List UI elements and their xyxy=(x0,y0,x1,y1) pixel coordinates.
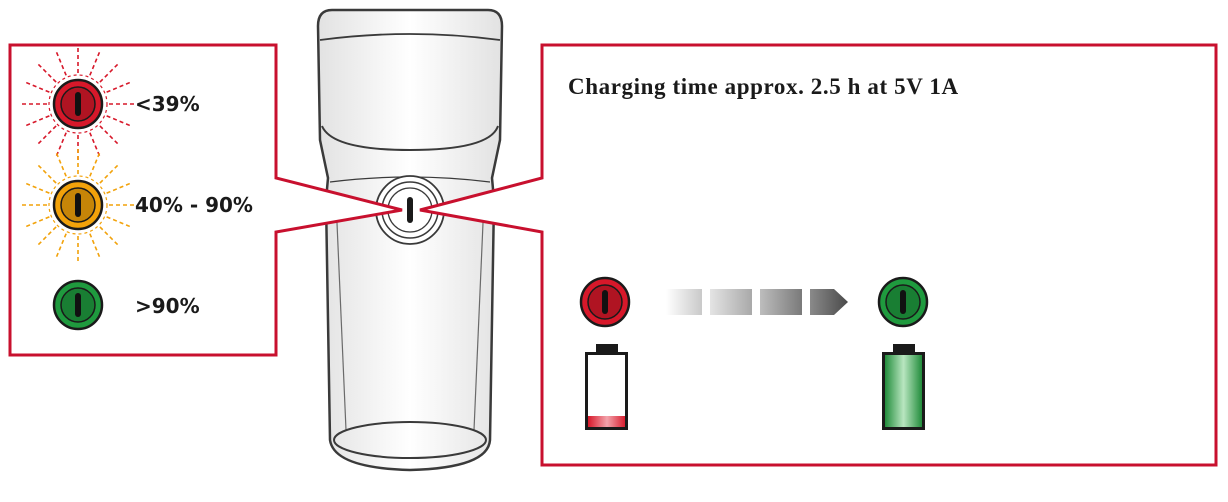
led-power-mark xyxy=(75,193,81,217)
legend-label-low: <39% xyxy=(135,92,200,116)
legend-label-full: >90% xyxy=(135,294,200,318)
led-power-mark xyxy=(602,290,608,314)
charging-time-title: Charging time approx. 2.5 h at 5V 1A xyxy=(568,74,959,99)
legend-label-medium: 40% - 90% xyxy=(135,193,253,217)
red-blinking-led-icon xyxy=(22,48,134,160)
start-red-led-icon xyxy=(579,276,631,328)
led-power-mark xyxy=(75,293,81,317)
device-illustration xyxy=(316,8,504,472)
led-power-mark xyxy=(900,290,906,314)
progress-arrow-icon xyxy=(666,289,848,315)
low-battery-icon xyxy=(585,344,628,430)
led-power-mark xyxy=(75,92,81,116)
orange-blinking-led-icon xyxy=(22,149,134,261)
charging-callout-frame xyxy=(419,43,1218,467)
end-green-led-icon xyxy=(877,276,929,328)
legend-callout-frame xyxy=(8,43,403,357)
green-steady-led-icon xyxy=(52,279,104,331)
full-battery-icon xyxy=(882,344,925,430)
glow-ring xyxy=(48,175,108,235)
glow-ring xyxy=(48,74,108,134)
